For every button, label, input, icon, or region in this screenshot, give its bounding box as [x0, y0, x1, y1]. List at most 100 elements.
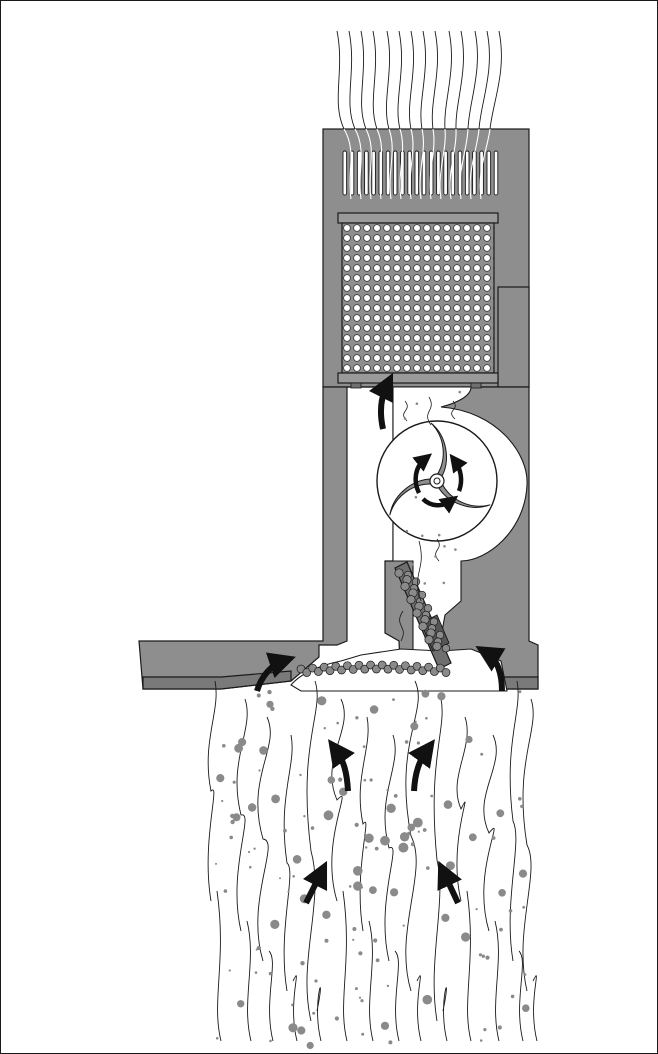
particle	[365, 846, 367, 848]
particle	[352, 939, 354, 941]
particle	[498, 1025, 502, 1029]
particle	[370, 705, 379, 714]
particle	[375, 847, 379, 851]
particle	[524, 973, 527, 976]
particle	[509, 909, 513, 913]
exhaust-lines-outside	[337, 31, 501, 129]
debris-ball	[413, 609, 421, 617]
grille-slot	[365, 151, 369, 195]
particle	[407, 832, 411, 836]
particle	[257, 946, 261, 950]
particle	[465, 736, 472, 743]
perforated-filter	[338, 213, 498, 388]
particle	[446, 861, 455, 870]
arrow-icon	[414, 750, 427, 791]
air-line	[467, 891, 471, 1041]
particle	[324, 727, 326, 729]
particle	[287, 891, 289, 893]
particle	[425, 717, 428, 720]
particle	[293, 855, 302, 864]
particle	[388, 1040, 392, 1044]
particle	[257, 694, 261, 698]
particle	[498, 889, 506, 897]
particle	[454, 548, 457, 551]
particle	[522, 1004, 530, 1012]
particle	[303, 815, 305, 817]
particle	[221, 800, 223, 802]
particle	[479, 953, 482, 956]
particle	[336, 722, 339, 725]
particle	[237, 1000, 244, 1007]
exhaust-line	[490, 31, 501, 129]
grille-slot	[444, 151, 448, 195]
particle	[249, 866, 252, 869]
particle	[441, 914, 449, 922]
grille-slot	[343, 151, 347, 195]
particle	[269, 1040, 272, 1043]
particle	[364, 834, 373, 843]
particle	[380, 836, 390, 846]
particle	[314, 979, 317, 982]
particle	[518, 797, 522, 801]
particle	[386, 804, 395, 813]
air-line	[417, 976, 421, 1041]
particle	[359, 997, 361, 999]
debris-ball	[419, 622, 427, 630]
air-line	[484, 735, 497, 931]
particle	[224, 889, 228, 893]
grille-slot	[465, 151, 469, 195]
particle	[422, 690, 430, 698]
debris-ball	[407, 595, 415, 603]
exhaust-line	[373, 31, 377, 129]
particle	[311, 826, 315, 830]
particle	[376, 958, 380, 962]
particle	[426, 866, 430, 870]
particle	[426, 745, 428, 747]
particle	[418, 831, 420, 833]
debris-ball	[425, 635, 433, 643]
particle	[398, 843, 408, 853]
particle	[392, 698, 395, 701]
arrow-icon	[306, 873, 321, 903]
particle	[423, 995, 433, 1005]
particle	[267, 690, 271, 694]
particle	[443, 545, 446, 548]
particle	[444, 800, 453, 809]
exhaust-line	[421, 31, 426, 129]
particle	[248, 851, 250, 853]
particle	[519, 870, 527, 878]
particle	[404, 417, 407, 420]
particle	[424, 582, 427, 585]
particle	[434, 555, 437, 558]
particle	[324, 810, 334, 820]
particle	[355, 716, 358, 719]
particle	[469, 833, 477, 841]
particle	[387, 985, 389, 987]
exhaust-line	[386, 31, 389, 129]
air-line	[385, 735, 395, 961]
particle	[387, 789, 390, 792]
particle	[519, 690, 522, 693]
particle	[480, 1039, 483, 1042]
debris-ball	[401, 582, 409, 590]
particle	[352, 927, 356, 931]
particle	[215, 863, 217, 865]
particle	[416, 402, 419, 405]
particle	[364, 779, 367, 782]
particle	[258, 769, 260, 771]
grille-slot	[393, 151, 397, 195]
exhaust-line	[409, 31, 413, 129]
exhaust-line	[479, 31, 489, 129]
particle	[270, 920, 279, 929]
air-line	[284, 735, 292, 991]
particle	[292, 875, 295, 878]
exhaust-line	[398, 31, 402, 129]
particle	[458, 606, 461, 609]
particle	[259, 746, 268, 755]
exhaust-line	[468, 31, 477, 129]
arrow-icon	[381, 385, 387, 429]
air-line	[307, 681, 317, 1021]
grille-slot	[415, 151, 419, 195]
particle	[358, 951, 362, 955]
